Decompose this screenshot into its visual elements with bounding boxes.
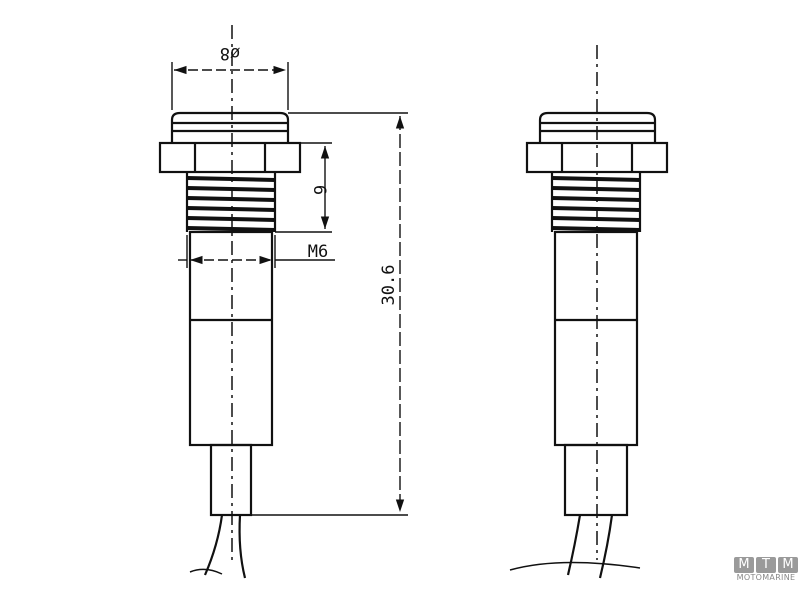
- logo-letter: M: [778, 557, 798, 573]
- logo-letter: T: [756, 557, 776, 573]
- logo-letter: M: [734, 557, 754, 573]
- dimension-lines: [171, 62, 408, 516]
- logo-name: MOTOMARINE: [736, 573, 796, 582]
- total-length-label: 30.6: [379, 265, 399, 306]
- diameter-label: ø8: [220, 43, 240, 63]
- thread-size-label: M6: [308, 242, 328, 262]
- watermark-logo: M T M MOTOMARINE: [733, 557, 799, 582]
- front-view: [158, 25, 302, 579]
- side-view: [509, 45, 669, 579]
- thread-length-label: 6: [309, 185, 329, 195]
